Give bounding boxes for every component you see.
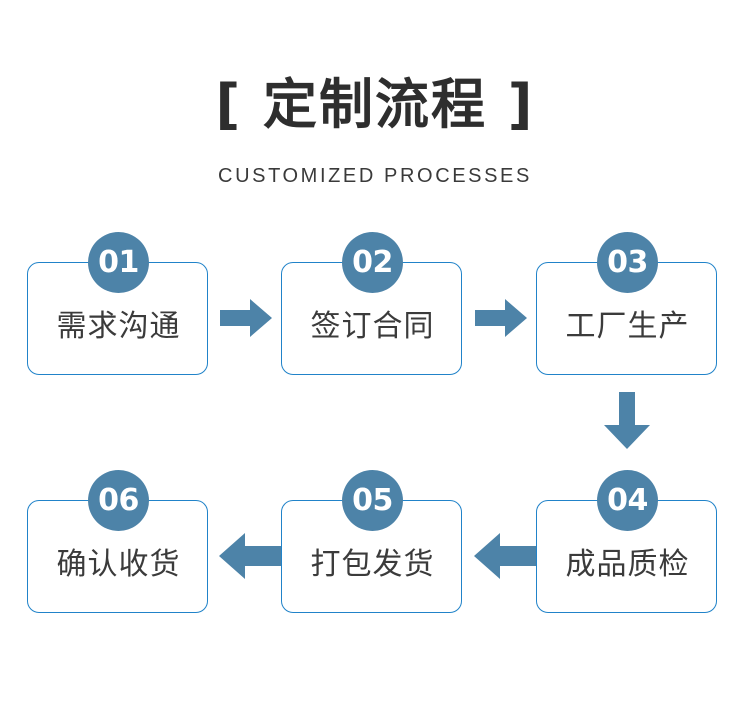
flow-step-label: 确认收货: [56, 546, 181, 582]
flow-step-number-badge: 03: [597, 232, 658, 293]
flow-step-label: 工厂生产: [565, 308, 690, 344]
page-title: [ 定制流程 ]: [215, 73, 535, 136]
flow-step-02[interactable]: 签订合同 02: [281, 232, 464, 377]
arrow-left-icon: [474, 532, 536, 580]
flow-step-01[interactable]: 需求沟通 01: [27, 232, 210, 377]
flow-step-box: [536, 500, 717, 613]
flow-step-box: [27, 500, 208, 613]
arrow-right-icon: [220, 298, 272, 338]
flow-step-number-badge: 06: [88, 470, 149, 531]
page-subtitle: CUSTOMIZED PROCESSES: [218, 165, 532, 187]
flow-step-05[interactable]: 打包发货 05: [281, 470, 464, 615]
flow-step-number-badge: 01: [88, 232, 149, 293]
flow-step-number-badge: 02: [342, 232, 403, 293]
arrow-down-icon: [603, 392, 651, 449]
arrow-left-icon: [219, 532, 281, 580]
flow-step-label: 成品质检: [565, 546, 690, 582]
arrow-right-icon: [475, 298, 527, 338]
flow-step-06[interactable]: 确认收货 06: [27, 470, 210, 615]
flow-step-label: 签订合同: [310, 308, 435, 344]
flow-step-03[interactable]: 工厂生产 03: [536, 232, 719, 377]
flow-step-label: 需求沟通: [56, 308, 181, 344]
flow-step-number-badge: 05: [342, 470, 403, 531]
flow-step-04[interactable]: 成品质检 04: [536, 470, 719, 615]
flow-step-label: 打包发货: [310, 546, 435, 582]
flow-step-number-badge: 04: [597, 470, 658, 531]
